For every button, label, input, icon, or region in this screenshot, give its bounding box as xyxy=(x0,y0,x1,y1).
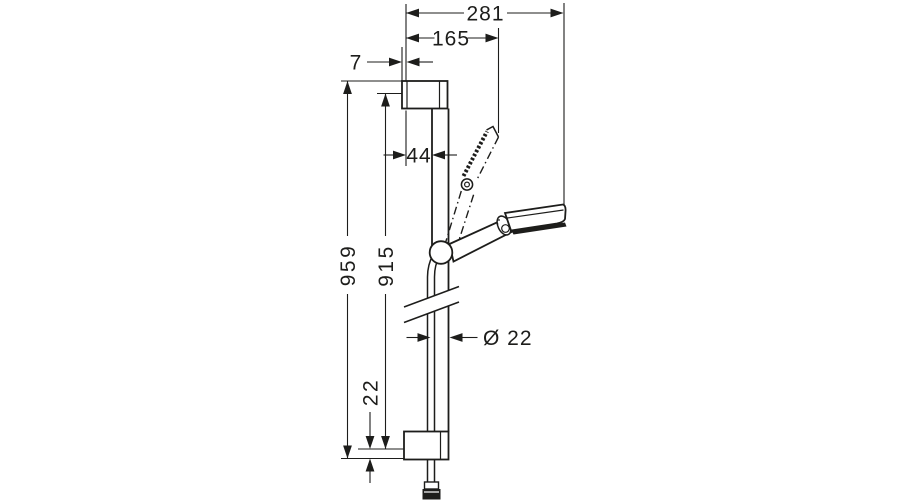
arrowhead-right xyxy=(389,57,402,67)
dim-label-44: 44 xyxy=(406,145,431,168)
arrowhead-left xyxy=(406,57,420,67)
break-line-lower xyxy=(403,301,460,324)
dim-overall-depth: 281 xyxy=(406,3,564,26)
hose-fitting-collar xyxy=(423,481,440,490)
hand-shower-spray-face xyxy=(511,222,567,235)
arrowhead-left xyxy=(449,333,463,342)
dim-label-281: 281 xyxy=(466,3,504,26)
break-line-upper xyxy=(403,285,460,308)
hose-conical-nut xyxy=(422,489,441,500)
dim-label-915: 915 xyxy=(375,244,398,287)
hand-shower-head-inner-line xyxy=(507,209,564,219)
spray-dot-2 xyxy=(496,223,499,225)
dim-spray-distance: 165 xyxy=(406,28,499,51)
phantom-handle-left-edge xyxy=(443,186,464,247)
arrowhead-right xyxy=(550,8,564,18)
hose-end-fitting xyxy=(422,481,441,500)
phantom-pivot-inner xyxy=(464,181,471,188)
dim-hole-spacing: 915 xyxy=(375,93,398,449)
extension-lines xyxy=(341,3,565,460)
dim-label-7: 7 xyxy=(350,52,363,75)
break-symbol xyxy=(403,285,460,324)
bottom-bracket-body xyxy=(403,430,450,461)
arrowhead-left xyxy=(406,33,419,43)
arrowhead-up xyxy=(343,81,352,94)
phantom-spray-face xyxy=(461,130,489,177)
arrowhead-right xyxy=(417,333,431,342)
phantom-handle-right-edge xyxy=(455,193,475,250)
bottom-wall-bracket xyxy=(403,430,450,461)
arrowhead-down xyxy=(365,436,375,449)
phantom-pivot-outer xyxy=(460,178,474,191)
arrowhead-down xyxy=(381,436,390,449)
dim-wall-offset: 7 xyxy=(350,52,433,75)
arrowhead-left xyxy=(432,150,445,160)
dim-bar-diameter: Ø 22 xyxy=(406,327,533,350)
arrowhead-right xyxy=(485,33,499,43)
hand-shower-head xyxy=(503,203,567,232)
hand-shower xyxy=(448,203,567,263)
dim-bar-length: 959 xyxy=(337,81,360,459)
arrowhead-up xyxy=(365,458,375,472)
phantom-head-cap xyxy=(486,125,500,138)
dim-label-dia-22: Ø 22 xyxy=(483,327,533,350)
top-wall-bracket xyxy=(401,80,449,110)
break-gap xyxy=(404,287,459,322)
dim-label-165: 165 xyxy=(432,28,470,51)
slider-holder xyxy=(428,240,454,265)
dim-label-959: 959 xyxy=(337,244,360,287)
arrowhead-right xyxy=(393,150,406,160)
dim-label-22: 22 xyxy=(360,378,383,406)
hand-shower-phantom-position xyxy=(443,125,500,250)
spray-dot-1 xyxy=(498,219,500,221)
arrowhead-up xyxy=(381,93,390,107)
top-bracket-body xyxy=(401,80,449,110)
arrowhead-down xyxy=(343,445,352,459)
dim-bar-offset: 44 xyxy=(383,145,457,168)
dim-end-to-hole: 22 xyxy=(360,378,383,483)
phantom-head-right-edge xyxy=(475,136,500,181)
arrowhead-left xyxy=(406,8,419,18)
hand-shower-cone-detail xyxy=(501,224,510,233)
